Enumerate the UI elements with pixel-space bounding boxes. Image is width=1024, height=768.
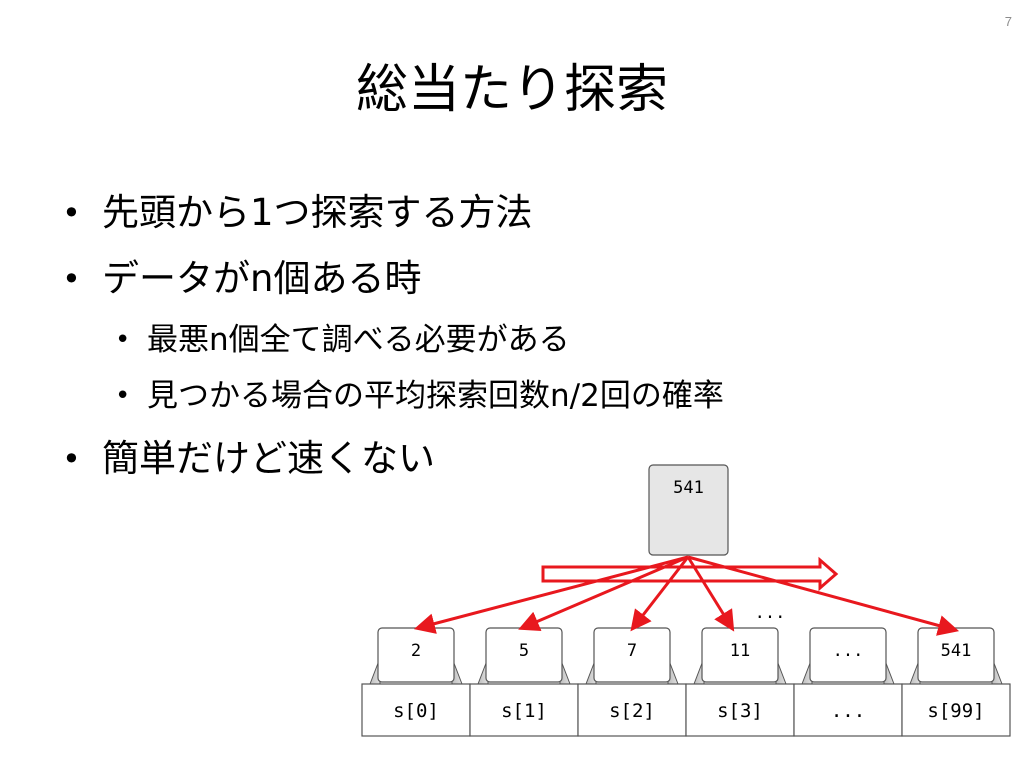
compare-arrow bbox=[687, 555, 960, 636]
slide-title: 総当たり探索 bbox=[355, 60, 668, 120]
cell-value: 11 bbox=[730, 641, 750, 661]
index-box bbox=[793, 683, 903, 737]
cell-value: ... bbox=[833, 641, 864, 661]
scan-direction-arrow bbox=[541, 556, 839, 592]
search-key-card: 541 bbox=[648, 464, 729, 556]
index-box bbox=[901, 683, 1011, 737]
array-cell: ...... bbox=[793, 627, 903, 737]
value-card bbox=[701, 627, 779, 683]
cell-label: s[3] bbox=[717, 700, 763, 722]
cell-value: 2 bbox=[411, 641, 421, 661]
bullet-text: 最悪n個全て調べる必要がある bbox=[147, 322, 570, 358]
array-cell: 7 s[2] bbox=[577, 627, 687, 737]
bullet-text: データがn個ある時 bbox=[102, 257, 422, 300]
bullet-text: 先頭から1つ探索する方法 bbox=[102, 191, 533, 234]
cell-label: s[99] bbox=[927, 700, 984, 722]
compare-arrow bbox=[518, 555, 689, 632]
array-cell: 541 s[99] bbox=[901, 627, 1011, 737]
bullet-dot: • bbox=[115, 325, 131, 355]
compare-arrow bbox=[630, 556, 690, 632]
index-box bbox=[685, 683, 795, 737]
array-cell: 5 s[1] bbox=[469, 627, 579, 737]
index-box bbox=[577, 683, 687, 737]
ellipsis-label: ... bbox=[755, 603, 786, 623]
index-box bbox=[469, 683, 579, 737]
bullet-text: 見つかる場合の平均探索回数n/2回の確率 bbox=[147, 378, 724, 414]
value-card bbox=[809, 627, 887, 683]
cell-value: 541 bbox=[941, 641, 972, 661]
bullet-item: • 簡単だけど速くない bbox=[62, 437, 435, 481]
sub-bullet-item: • 最悪n個全て調べる必要がある bbox=[115, 321, 570, 359]
cell-label: s[0] bbox=[393, 700, 439, 722]
search-key-value: 541 bbox=[673, 478, 704, 498]
bullet-text: 簡単だけど速くない bbox=[102, 437, 435, 480]
bullet-dot: • bbox=[115, 381, 131, 411]
bullet-item: • 先頭から1つ探索する方法 bbox=[62, 191, 533, 235]
bullet-dot: • bbox=[62, 440, 81, 478]
array-cell: 11 s[3] bbox=[685, 627, 795, 737]
sub-bullet-item: • 見つかる場合の平均探索回数n/2回の確率 bbox=[115, 377, 724, 415]
array-cell: 2 s[0] bbox=[361, 627, 471, 737]
bullet-item: • データがn個ある時 bbox=[62, 257, 422, 301]
bullet-dot: • bbox=[62, 194, 81, 232]
cell-label: s[1] bbox=[501, 700, 547, 722]
bullet-dot: • bbox=[62, 260, 81, 298]
cell-label: s[2] bbox=[609, 700, 655, 722]
compare-arrows bbox=[413, 555, 960, 636]
cell-value: 7 bbox=[627, 641, 637, 661]
page-number: 7 bbox=[1004, 14, 1012, 29]
compare-arrow bbox=[686, 556, 735, 632]
compare-arrow bbox=[413, 555, 689, 634]
cell-value: 5 bbox=[519, 641, 529, 661]
array-cells: 2 s[0] 5 s[1] 7 s[2] 11 s[3]...... 541 s[99] bbox=[361, 627, 1011, 737]
search-key-box bbox=[648, 464, 729, 556]
cell-label: ... bbox=[831, 700, 865, 722]
